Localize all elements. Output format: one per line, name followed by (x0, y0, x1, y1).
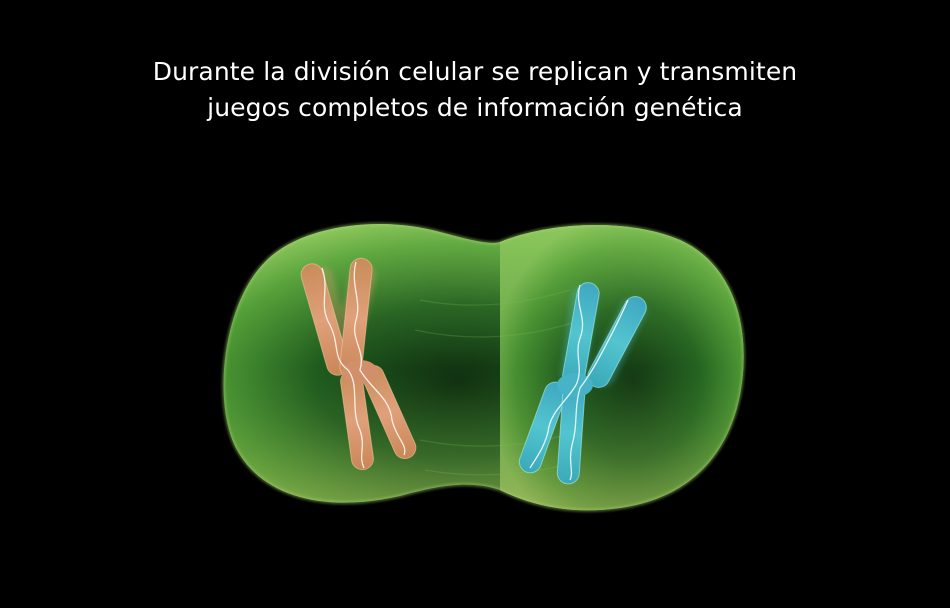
caption: Durante la división celular se replican … (0, 54, 950, 126)
caption-line-2: juegos completos de información genética (207, 93, 743, 122)
cell-body (222, 222, 746, 512)
chromosome-right (518, 282, 647, 485)
chromosome-left (300, 257, 417, 471)
caption-line-1: Durante la división celular se replican … (152, 57, 798, 86)
